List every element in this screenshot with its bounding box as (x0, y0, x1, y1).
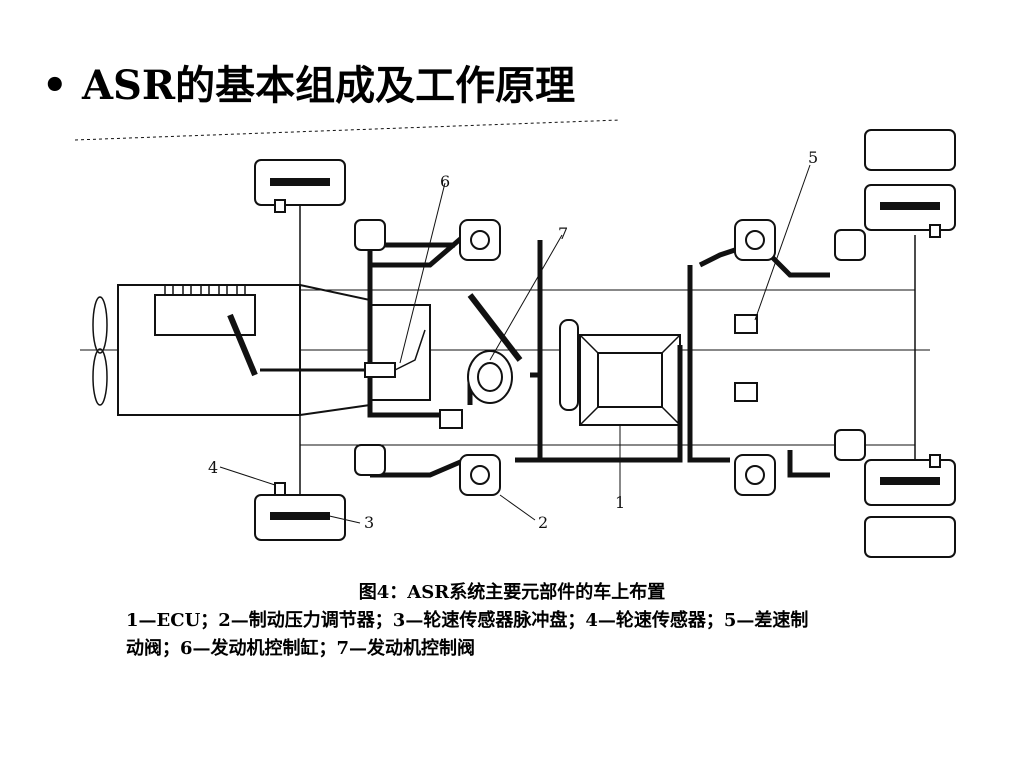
figure-legend: 1—ECU；2—制动压力调节器；3—轮速传感器脉冲盘；4—轮速传感器；5—差速制… (126, 607, 956, 663)
wheel-front-right (864, 129, 956, 231)
engine-control-cylinder (260, 329, 426, 378)
callout-leaders (219, 164, 811, 524)
differential-brake-valve-lower (734, 382, 758, 402)
wheel-brakes (354, 219, 866, 476)
wheel-front-left (254, 159, 346, 206)
slide-title-text: ASR的基本组成及工作原理 (82, 62, 576, 109)
engine-control-valve (439, 409, 463, 429)
engine-block (117, 284, 431, 416)
figure-caption: 图4：ASR系统主要元部件的车上布置 (358, 582, 666, 603)
brake-pressure-regulator-rear-right (734, 454, 776, 496)
bullet-icon: • (42, 62, 68, 109)
brake-pressure-regulator-front-left (459, 219, 501, 261)
callout-3: 3 (364, 513, 374, 532)
wheel-rear-right (864, 459, 956, 558)
brake-pressure-regulator-rear-left (459, 454, 501, 496)
slide-title: • ASR的基本组成及工作原理 (42, 58, 575, 114)
legend-line-1: 1—ECU；2—制动压力调节器；3—轮速传感器脉冲盘；4—轮速传感器；5—差速制 (126, 610, 809, 631)
callout-7: 7 (558, 224, 568, 243)
asr-layout-diagram: 1 2 3 4 5 6 7 (74, 119, 956, 558)
callout-6: 6 (440, 172, 450, 191)
wheel-speed-sensors (274, 199, 941, 496)
brake-pressure-regulator-front-right (734, 219, 776, 261)
brake-master-cylinder (467, 293, 523, 404)
callout-2: 2 (538, 513, 548, 532)
cooling-fan (92, 296, 108, 406)
ecu-unit (559, 319, 681, 426)
differential-brake-valve-upper (734, 314, 758, 334)
wheel-rear-left (254, 494, 346, 541)
legend-line-2: 动阀；6—发动机控制缸；7—发动机控制阀 (126, 638, 476, 659)
callout-1: 1 (615, 493, 625, 512)
callout-4: 4 (208, 458, 218, 477)
callout-5: 5 (808, 148, 818, 167)
